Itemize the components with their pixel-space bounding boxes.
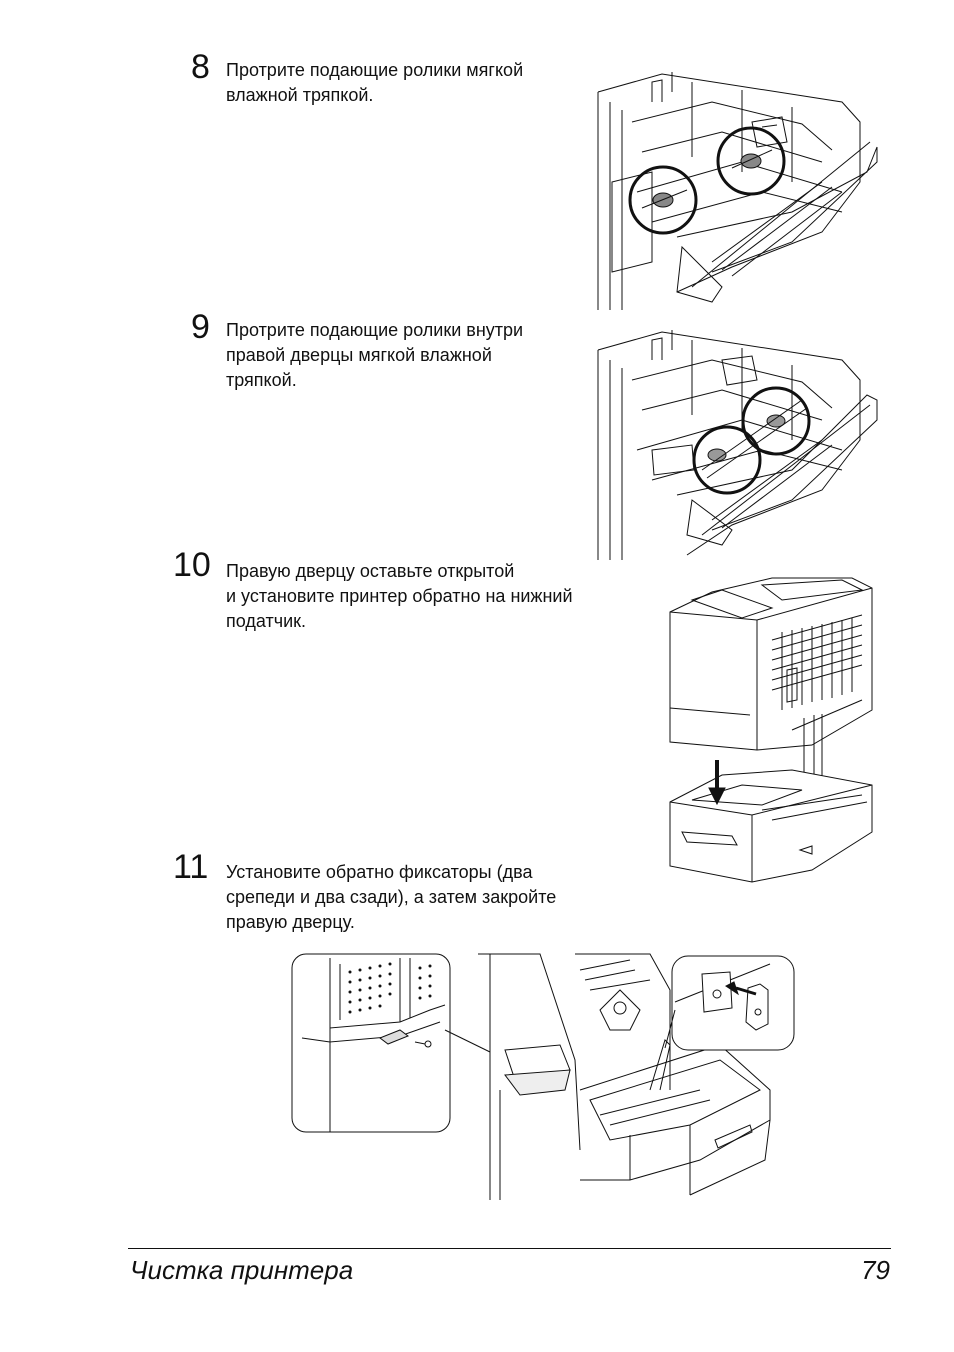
step-number: 10 bbox=[173, 546, 211, 584]
footer-section-title: Чистка принтера bbox=[130, 1255, 354, 1285]
step-number: 8 bbox=[191, 48, 210, 86]
step-instruction: Установите обратно фиксаторы (два срепед… bbox=[226, 862, 557, 932]
footer-divider bbox=[128, 1248, 891, 1249]
step-number: 9 bbox=[191, 308, 210, 346]
page-number: 79 bbox=[861, 1255, 890, 1285]
step-instruction: Протрите подающие ролики внутри правой д… bbox=[226, 320, 524, 390]
door-rollers-illustration bbox=[592, 320, 882, 560]
step-number: 11 bbox=[173, 848, 209, 886]
step-instruction: Правую дверцу оставьте открытой и устано… bbox=[226, 561, 573, 631]
stoppers-illustration bbox=[290, 950, 796, 1202]
printer-on-feeder-illustration bbox=[662, 570, 884, 888]
step-instruction: Протрите подающие ролики мягкой влажной … bbox=[226, 60, 524, 105]
feed-rollers-illustration bbox=[592, 62, 882, 310]
